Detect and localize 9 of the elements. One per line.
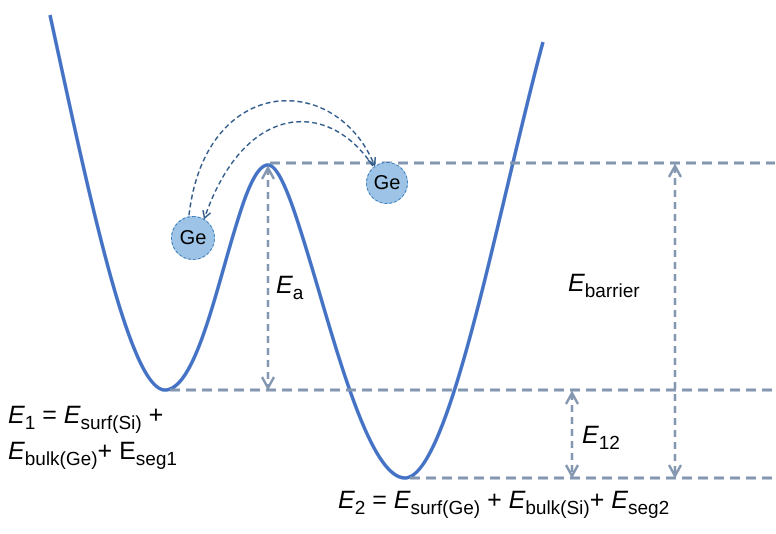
arrow <box>202 120 374 219</box>
energy-label: E$_{12}$ <box>582 420 620 456</box>
arrow <box>188 100 376 216</box>
energy-equation: E$_{2}$ = E$_{surf(Ge)}$ + E$_{bulk(Si)}$+ E$_{seg2}$ <box>338 485 670 521</box>
energy-equation: E$_{1}$ = E$_{surf(Si)}$ + E$_{bulk(Ge)}$+ E$_{seg1}$ <box>8 400 178 472</box>
atom-circle: Ge <box>366 162 408 204</box>
energy-label: E$_{barrier}$ <box>568 268 640 304</box>
energy-label: E$_{a}$ <box>276 270 304 306</box>
atom-circle: Ge <box>171 216 215 260</box>
